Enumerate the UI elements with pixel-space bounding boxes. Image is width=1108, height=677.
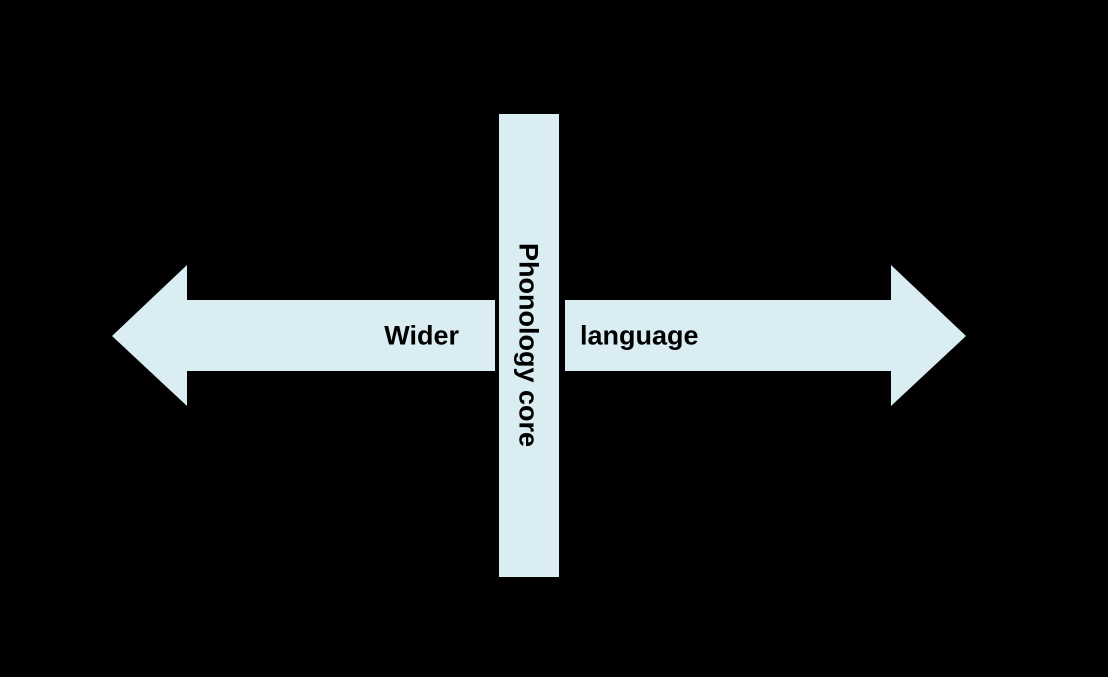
- arrow-left-label: Wider: [384, 320, 459, 351]
- arrow-right-label: language: [580, 320, 699, 351]
- core-bar-label: Phonology core: [513, 242, 544, 448]
- core-bar: [499, 114, 559, 577]
